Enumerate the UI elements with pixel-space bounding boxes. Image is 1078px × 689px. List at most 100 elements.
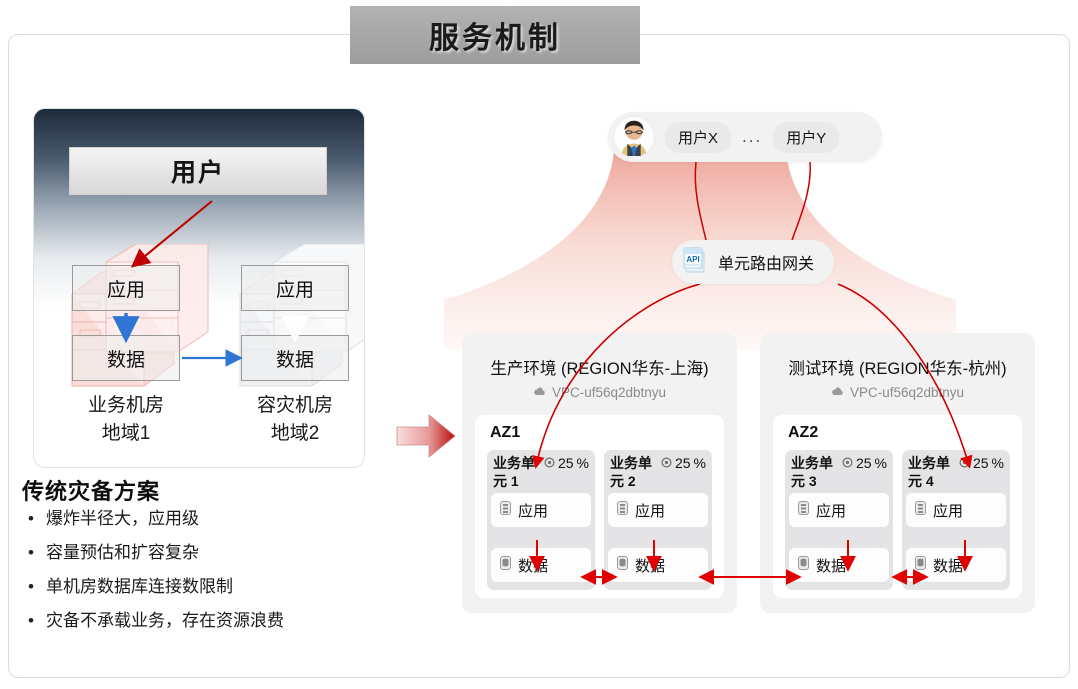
server-icon: [617, 501, 628, 519]
dr-app-label: 应用: [275, 279, 314, 301]
primary-app-box: 应用: [72, 265, 180, 311]
database-icon: [915, 556, 926, 574]
list-item: • 爆炸半径大，应用级: [24, 508, 404, 531]
left-user-box: 用户: [69, 147, 327, 195]
unit-pct-sign: %: [576, 455, 589, 471]
unit-app-box: 应用: [906, 493, 1006, 527]
unit-pct-sign: %: [874, 455, 887, 471]
unit-pct-value: 25: [557, 455, 574, 471]
gauge-icon: [842, 455, 853, 471]
availability-zone-az1: AZ1 业务单元 1 25 % 应用: [475, 415, 724, 598]
bullet-marker: •: [28, 610, 34, 630]
region-test: 测试环境 (REGION华东-杭州) VPC-uf56q2dbtnyu AZ2 …: [760, 333, 1035, 613]
bullet-text: 灾备不承载业务，存在资源浪费: [46, 610, 284, 630]
dr-site-region: 地域2: [270, 422, 320, 444]
dr-app-box: 应用: [241, 265, 349, 311]
unit-data-label: 数据: [635, 557, 666, 575]
unit-data-label: 数据: [816, 557, 847, 575]
business-unit-3[interactable]: 业务单元 3 25 % 应用: [785, 450, 893, 590]
traditional-bullet-list: • 爆炸半径大，应用级 • 容量预估和扩容复杂 • 单机房数据库连接数限制 • …: [24, 508, 404, 644]
list-item: • 容量预估和扩容复杂: [24, 542, 404, 565]
unit-capacity: 25 %: [842, 455, 887, 490]
region-vpc: VPC-uf56q2dbtnyu: [760, 385, 1035, 400]
unit-header: 业务单元 1 25 %: [487, 455, 595, 490]
unit-app-label: 应用: [635, 502, 666, 520]
unit-name: 业务单元 3: [791, 455, 833, 489]
region-title: 测试环境 (REGION华东-杭州): [788, 360, 1007, 378]
dr-data-label: 数据: [275, 349, 314, 371]
bullet-marker: •: [28, 542, 34, 562]
unit-data-label: 数据: [933, 557, 964, 575]
unit-data-box: 数据: [491, 548, 591, 582]
unit-capacity: 25 %: [959, 455, 1004, 490]
business-unit-2[interactable]: 业务单元 2 25 % 应用: [604, 450, 712, 590]
primary-site-region: 地域1: [101, 422, 151, 444]
server-icon: [500, 501, 511, 519]
unit-pct-sign: %: [693, 455, 706, 471]
database-icon: [798, 556, 809, 574]
dr-site-label: 容灾机房 地域2: [220, 392, 364, 447]
list-item: • 灾备不承载业务，存在资源浪费: [24, 610, 404, 633]
svg-text:API: API: [686, 255, 699, 264]
primary-app-label: 应用: [106, 279, 145, 301]
unit-routing-gateway[interactable]: API 单元路由网关: [672, 240, 835, 284]
bullet-marker: •: [28, 509, 34, 528]
users-bar: 用户X ... 用户Y: [608, 112, 882, 162]
page-title: 服务机制: [429, 22, 561, 55]
unit-app-box: 应用: [608, 493, 708, 527]
unit-data-box: 数据: [906, 548, 1006, 582]
unit-capacity: 25 %: [544, 455, 589, 490]
unit-app-label: 应用: [933, 502, 964, 520]
primary-data-label: 数据: [106, 349, 145, 371]
user-y-pill[interactable]: 用户Y: [773, 121, 840, 153]
dr-data-box: 数据: [241, 335, 349, 381]
database-icon: [617, 556, 628, 574]
az-name: AZ2: [788, 424, 819, 441]
list-item: • 单机房数据库连接数限制: [24, 576, 404, 599]
traditional-architecture-card: 用户: [33, 108, 365, 468]
cloud-icon: [831, 385, 844, 400]
primary-data-box: 数据: [72, 335, 180, 381]
gauge-icon: [544, 455, 555, 471]
users-ellipsis: ...: [742, 126, 763, 146]
gauge-icon: [959, 455, 970, 471]
vpc-id: VPC-uf56q2dbtnyu: [551, 385, 667, 400]
region-production: 生产环境 (REGION华东-上海) VPC-uf56q2dbtnyu AZ1 …: [462, 333, 737, 613]
unit-data-box: 数据: [608, 548, 708, 582]
unit-name: 业务单元 4: [908, 455, 950, 489]
unit-pct-value: 25: [972, 455, 989, 471]
slide-title-banner: 服务机制: [350, 6, 640, 64]
az-name: AZ1: [490, 424, 521, 441]
unit-header: 业务单元 4 25 %: [902, 455, 1010, 490]
unit-pct-sign: %: [991, 455, 1004, 471]
user-x-pill[interactable]: 用户X: [665, 121, 732, 153]
unit-pct-value: 25: [855, 455, 872, 471]
unit-header: 业务单元 3 25 %: [785, 455, 893, 490]
cloud-icon: [533, 385, 546, 400]
traditional-heading: 传统灾备方案: [22, 479, 161, 504]
bullet-text: 容量预估和扩容复杂: [46, 542, 199, 562]
unit-app-box: 应用: [789, 493, 889, 527]
unit-data-box: 数据: [789, 548, 889, 582]
bullet-text: 单机房数据库连接数限制: [46, 576, 233, 596]
bullet-text: 爆炸半径大，应用级: [46, 509, 199, 528]
business-unit-4[interactable]: 业务单元 4 25 % 应用: [902, 450, 1010, 590]
vpc-id: VPC-uf56q2dbtnyu: [849, 385, 965, 400]
gauge-icon: [661, 455, 672, 471]
unit-app-box: 应用: [491, 493, 591, 527]
availability-zone-az2: AZ2 业务单元 3 25 % 应用: [773, 415, 1022, 598]
unit-app-label: 应用: [518, 502, 549, 520]
unit-name: 业务单元 2: [610, 455, 652, 489]
business-unit-1[interactable]: 业务单元 1 25 % 应用: [487, 450, 595, 590]
database-icon: [500, 556, 511, 574]
primary-site-name: 业务机房: [87, 395, 164, 416]
region-vpc: VPC-uf56q2dbtnyu: [462, 385, 737, 400]
server-icon: [798, 501, 809, 519]
unit-header: 业务单元 2 25 %: [604, 455, 712, 490]
dr-site-name: 容灾机房: [256, 395, 333, 416]
transition-arrow-icon: [395, 412, 457, 465]
unit-app-label: 应用: [816, 502, 847, 520]
region-title: 生产环境 (REGION华东-上海): [490, 360, 709, 378]
unit-pct-value: 25: [674, 455, 691, 471]
